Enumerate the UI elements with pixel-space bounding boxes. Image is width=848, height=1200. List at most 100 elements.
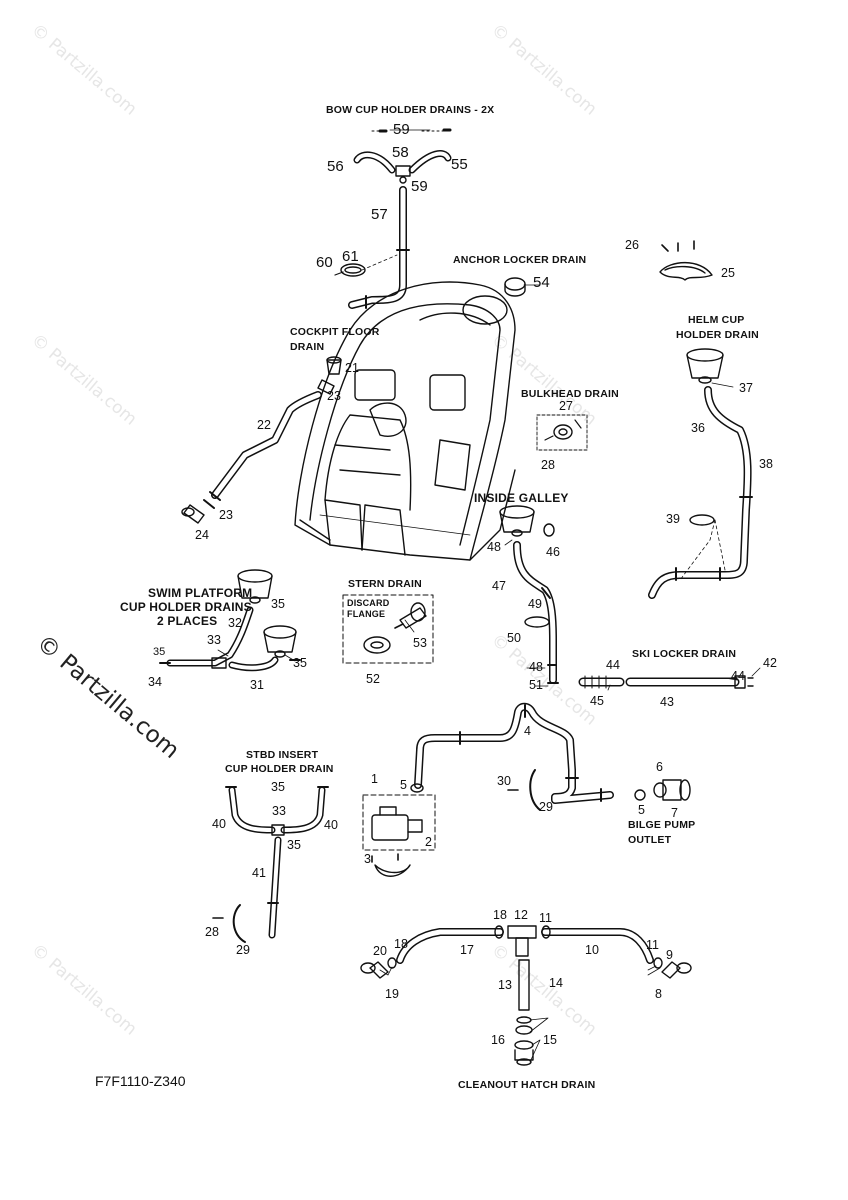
callout-35: 35 [271, 597, 285, 611]
callout-37: 37 [739, 381, 753, 395]
callout-18b: 18 [394, 937, 408, 951]
callout-46: 46 [546, 545, 560, 559]
label-cleanout-hatch: CLEANOUT HATCH DRAIN [458, 1079, 596, 1091]
callout-8: 8 [655, 987, 662, 1001]
callout-44: 44 [606, 658, 620, 672]
callout-40: 40 [212, 817, 226, 831]
galley-cup-holder [499, 505, 559, 684]
callout-35d: 35 [287, 838, 301, 852]
callout-58: 58 [392, 144, 409, 161]
callout-51: 51 [529, 678, 543, 692]
diagram-code: F7F1110-Z340 [95, 1073, 186, 1089]
callout-3: 3 [364, 852, 371, 866]
bulkhead-drain [536, 414, 588, 451]
label-cockpit-floor: COCKPIT FLOOR [290, 326, 380, 338]
callout-40b: 40 [324, 818, 338, 832]
label-bulkhead-drain: BULKHEAD DRAIN [521, 388, 619, 400]
callout-16: 16 [491, 1033, 505, 1047]
leader-lines [217, 129, 761, 1063]
boat-hull [294, 281, 516, 561]
callout-35c: 35 [271, 780, 285, 794]
callout-5: 5 [400, 778, 407, 792]
callout-52: 52 [366, 672, 380, 686]
callout-9: 9 [666, 948, 673, 962]
callout-59b: 59 [411, 178, 428, 195]
callout-10: 10 [585, 943, 599, 957]
callout-59: 59 [393, 121, 410, 138]
cleanout-hatch-hoses [360, 925, 692, 1066]
label-flange: FLANGE [347, 609, 386, 619]
stbd-insert-hoses [212, 786, 329, 943]
label-bow-cup-holder: BOW CUP HOLDER DRAINS - 2X [326, 104, 495, 116]
callout-20: 20 [373, 944, 387, 958]
callout-29b: 29 [236, 943, 250, 957]
callout-27: 27 [559, 399, 573, 413]
label-bilge-outlet: OUTLET [628, 834, 672, 846]
ski-locker-hose [578, 675, 754, 689]
label-cockpit-drain: DRAIN [290, 341, 325, 353]
label-stern-drain: STERN DRAIN [348, 578, 422, 590]
callout-28: 28 [541, 458, 555, 472]
grab-handle [659, 240, 713, 281]
callout-41: 41 [252, 866, 266, 880]
callout-44b: 44 [731, 669, 745, 683]
callout-47: 47 [492, 579, 506, 593]
callout-55: 55 [451, 156, 468, 173]
callout-43: 43 [660, 695, 674, 709]
callout-24: 24 [195, 528, 209, 542]
label-stbd-cup-holder: CUP HOLDER DRAIN [225, 763, 334, 775]
bilge-pump-hose-4 [414, 702, 614, 804]
callout-42: 42 [763, 656, 777, 670]
callout-53: 53 [413, 636, 427, 650]
callout-35-small: 35 [153, 646, 166, 658]
callout-23: 23 [327, 389, 341, 403]
callout-48b: 48 [529, 660, 543, 674]
callout-56: 56 [327, 158, 344, 175]
callout-39: 39 [666, 512, 680, 526]
helm-cup-holder [648, 348, 753, 599]
callout-45: 45 [590, 694, 604, 708]
label-inside-galley: INSIDE GALLEY [474, 491, 569, 505]
callout-48: 48 [487, 540, 501, 554]
label-anchor-locker: ANCHOR LOCKER DRAIN [453, 254, 587, 266]
callout-19: 19 [385, 987, 399, 1001]
callout-1: 1 [371, 772, 378, 786]
callout-25: 25 [721, 266, 735, 280]
callout-26: 26 [625, 238, 639, 252]
label-swim-cup-holder: CUP HOLDER DRAINS [120, 600, 252, 614]
callout-33b: 33 [272, 804, 286, 818]
label-bilge-pump: BILGE PUMP [628, 819, 696, 831]
callout-17: 17 [460, 943, 474, 957]
callout-22: 22 [257, 418, 271, 432]
callout-2: 2 [425, 835, 432, 849]
callout-57: 57 [371, 206, 388, 223]
bilge-outlet [507, 769, 691, 811]
stern-drain-box [342, 594, 434, 664]
label-ski-locker: SKI LOCKER DRAIN [632, 648, 737, 660]
callout-49: 49 [528, 597, 542, 611]
label-discard: DISCARD [347, 598, 390, 608]
callout-21: 21 [345, 361, 359, 375]
callout-29: 29 [539, 800, 553, 814]
bow-cup-holder-hoses [353, 128, 452, 184]
label-stbd-insert: STBD INSERT [246, 749, 319, 761]
callout-38: 38 [759, 457, 773, 471]
callout-33: 33 [207, 633, 221, 647]
callout-30: 30 [497, 774, 511, 788]
callout-4: 4 [524, 724, 531, 738]
callout-15: 15 [543, 1033, 557, 1047]
callout-13: 13 [498, 978, 512, 992]
label-helm-cup: HELM CUP [688, 314, 745, 326]
callout-35b: 35 [293, 656, 307, 670]
hose-57 [334, 186, 410, 309]
callout-23b: 23 [219, 508, 233, 522]
label-swim-places: 2 PLACES [157, 614, 218, 628]
callout-6: 6 [656, 760, 663, 774]
bilge-pump-box [362, 783, 436, 877]
callout-11b: 11 [646, 938, 659, 952]
anchor-locker-plug [504, 277, 526, 297]
callout-12: 12 [514, 908, 528, 922]
callout-34: 34 [148, 675, 162, 689]
callout-7: 7 [671, 806, 678, 820]
